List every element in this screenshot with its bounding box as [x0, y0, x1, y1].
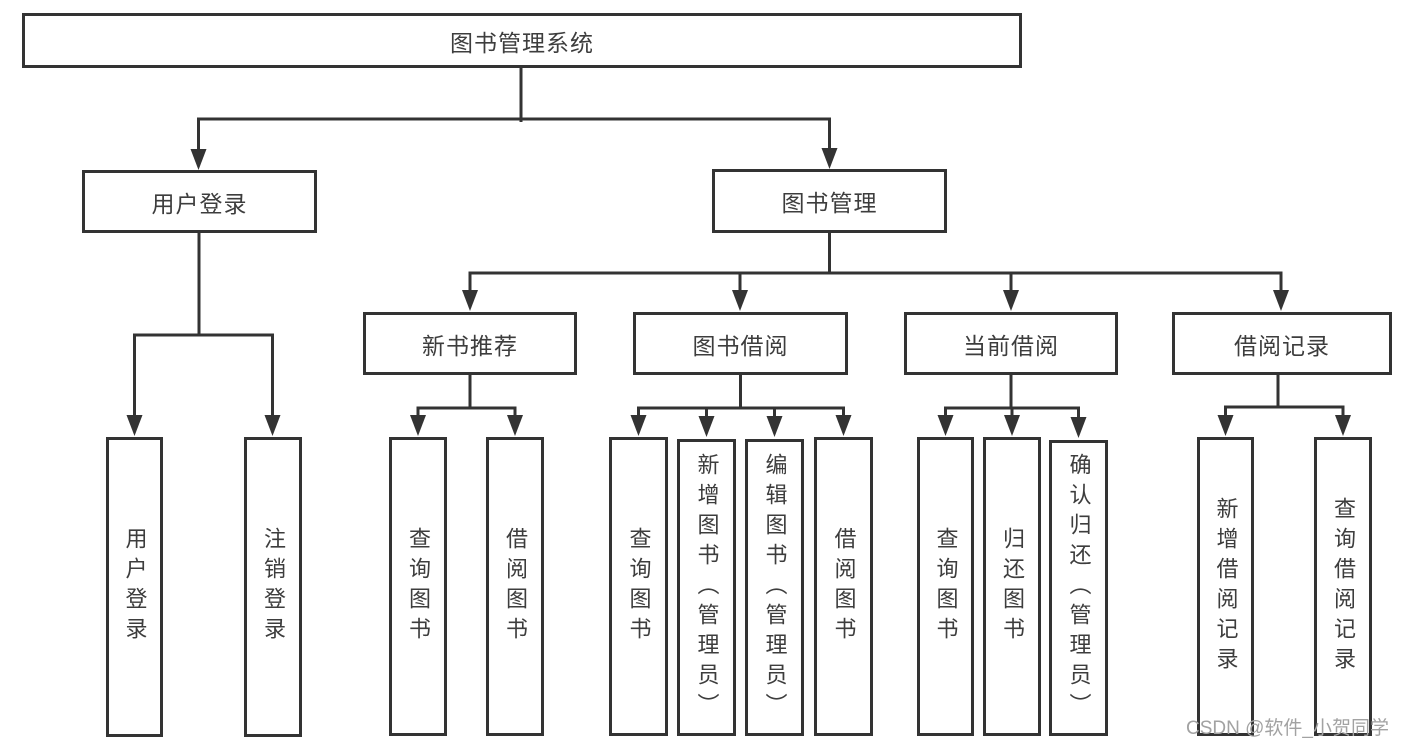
leaf-node-confirm-return-admin: 确认归还（管理员） [1049, 440, 1108, 736]
node-label: 新书推荐 [422, 332, 518, 359]
node-label: 查询图书 [933, 526, 959, 647]
node-label: 借阅图书 [831, 526, 857, 647]
leaf-node-edit-books-admin: 编辑图书（管理员） [745, 439, 804, 736]
node-book-management: 图书管理 [712, 169, 947, 233]
leaf-node-borrow-books: 借阅图书 [486, 437, 544, 736]
node-label: 图书管理 [781, 190, 878, 216]
csdn-watermark: CSDN @软件_小贺同学 [1186, 718, 1389, 739]
node-label: 借阅记录 [1234, 332, 1330, 359]
leaf-node-borrow-books: 借阅图书 [814, 437, 873, 736]
leaf-node-return-books: 归还图书 [983, 437, 1041, 736]
node-label: 注销登录 [261, 527, 286, 647]
leaf-node-query-books: 查询图书 [389, 437, 447, 736]
node-label: 查询图书 [626, 526, 652, 647]
node-label: 当前借阅 [963, 332, 1059, 359]
leaf-node-query-books: 查询图书 [917, 437, 974, 736]
node-label: 图书管理系统 [450, 29, 594, 56]
node-current-borrowing: 当前借阅 [904, 312, 1118, 375]
node-label: 查询图书 [406, 526, 431, 647]
node-root-library-management-system: 图书管理系统 [22, 13, 1022, 68]
leaf-node-query-borrow-record: 查询借阅记录 [1314, 437, 1372, 736]
node-label: 新增图书（管理员） [694, 452, 720, 723]
node-label: 归还图书 [1000, 526, 1025, 647]
node-label: 借阅图书 [503, 526, 528, 647]
node-label: 新增借阅记录 [1213, 496, 1239, 677]
node-label: 图书借阅 [692, 332, 789, 359]
node-label: 确认归还（管理员） [1066, 453, 1092, 723]
node-label: 查询借阅记录 [1331, 496, 1356, 677]
leaf-node-add-books-admin: 新增图书（管理员） [677, 439, 736, 736]
leaf-node-user-login: 用户登录 [106, 437, 163, 737]
node-user-login: 用户登录 [82, 170, 317, 233]
node-borrowing-records: 借阅记录 [1172, 312, 1392, 375]
node-book-borrowing: 图书借阅 [633, 312, 848, 375]
leaf-node-logout: 注销登录 [244, 437, 302, 737]
node-label: 用户登录 [122, 527, 148, 647]
node-label: 编辑图书（管理员） [762, 452, 788, 723]
leaf-node-query-books: 查询图书 [609, 437, 668, 736]
node-new-book-recommendation: 新书推荐 [363, 312, 577, 375]
node-label: 用户登录 [151, 190, 248, 217]
leaf-node-add-borrow-record: 新增借阅记录 [1197, 437, 1254, 736]
